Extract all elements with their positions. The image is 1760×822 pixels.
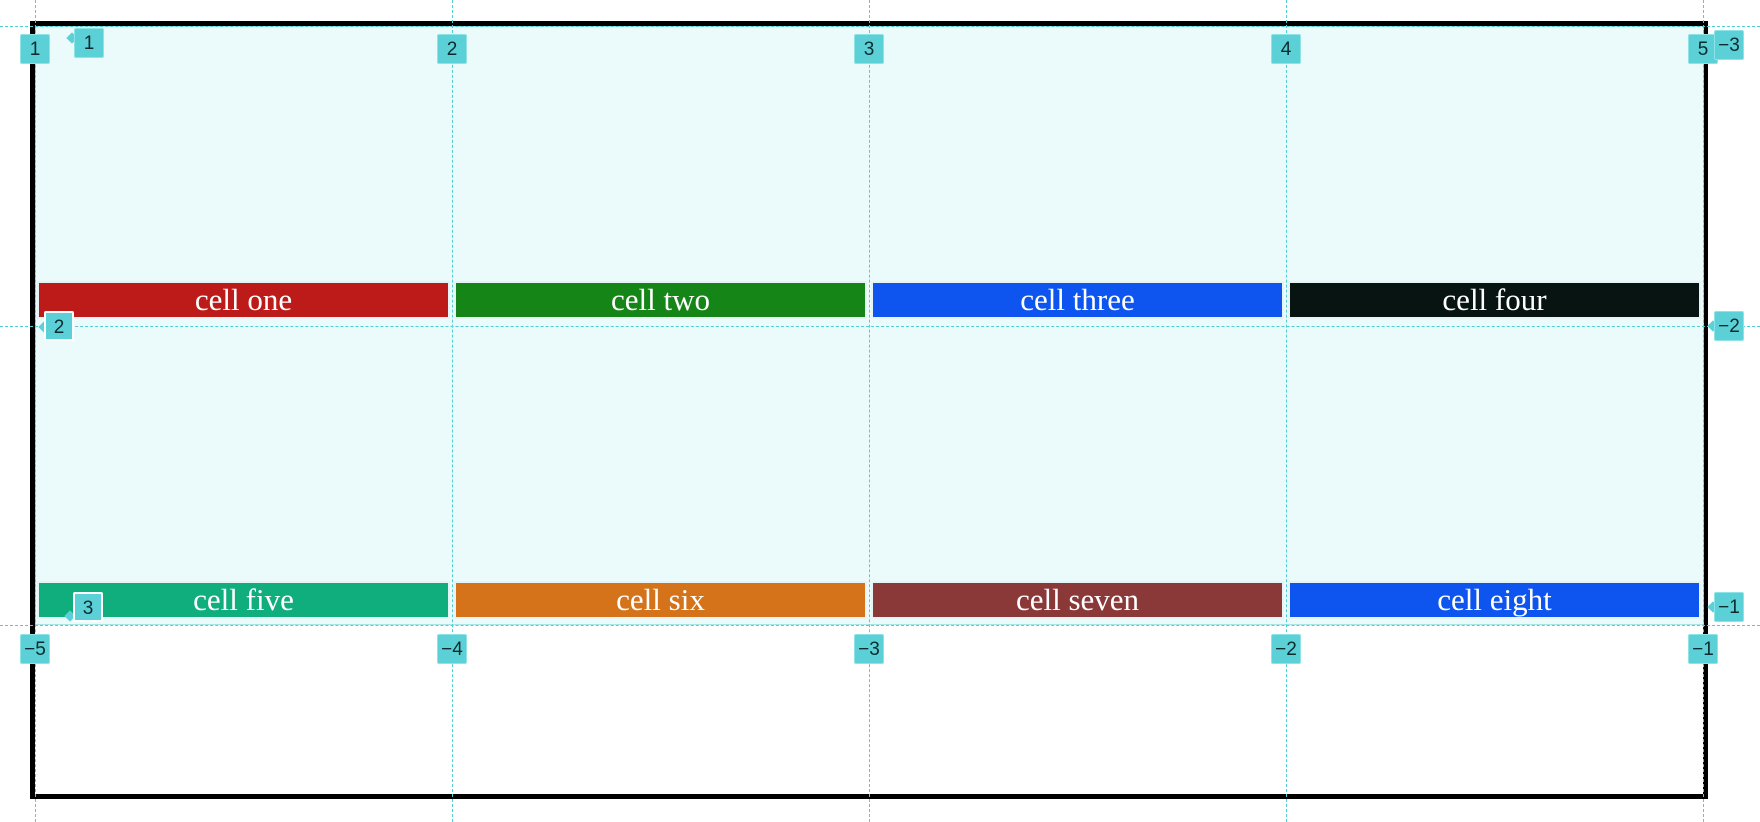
cell-seven: cell seven bbox=[871, 581, 1284, 619]
grid-row-line-3 bbox=[0, 625, 1760, 626]
cell-six: cell six bbox=[454, 581, 867, 619]
cell-one: cell one bbox=[37, 281, 450, 319]
row-line-number-badge-negative: −3 bbox=[1714, 30, 1744, 60]
column-line-number-badge: 3 bbox=[854, 34, 884, 64]
column-line-number-badge-negative: −1 bbox=[1688, 634, 1718, 664]
grid-column-line-1 bbox=[35, 0, 36, 822]
grid-column-line-5 bbox=[1703, 0, 1704, 822]
column-line-number-badge-negative: −5 bbox=[20, 634, 50, 664]
column-line-number-badge-negative: −3 bbox=[854, 634, 884, 664]
column-line-number-badge-negative: −2 bbox=[1271, 634, 1301, 664]
grid-column-line-2 bbox=[452, 0, 453, 822]
column-line-number-badge: 1 bbox=[20, 34, 50, 64]
cell-eight: cell eight bbox=[1288, 581, 1701, 619]
grid-column-line-3 bbox=[869, 0, 870, 822]
cell-three: cell three bbox=[871, 281, 1284, 319]
column-line-number-badge: 2 bbox=[437, 34, 467, 64]
cell-five: cell five bbox=[37, 581, 450, 619]
column-line-number-badge-negative: −4 bbox=[437, 634, 467, 664]
row-line-number-badge: 1 bbox=[74, 28, 104, 58]
grid-column-line-4 bbox=[1286, 0, 1287, 822]
cell-two: cell two bbox=[454, 281, 867, 319]
row-line-number-badge-negative: −2 bbox=[1714, 311, 1744, 341]
grid-row-line-2 bbox=[0, 326, 1760, 327]
cell-four: cell four bbox=[1288, 281, 1701, 319]
row-line-number-badge: 2 bbox=[44, 311, 74, 341]
row-line-number-badge-negative: −1 bbox=[1714, 592, 1744, 622]
column-line-number-badge: 5 bbox=[1688, 34, 1718, 64]
row-line-number-badge: 3 bbox=[73, 592, 103, 622]
grid-row-line-1 bbox=[0, 26, 1760, 27]
column-line-number-badge: 4 bbox=[1271, 34, 1301, 64]
